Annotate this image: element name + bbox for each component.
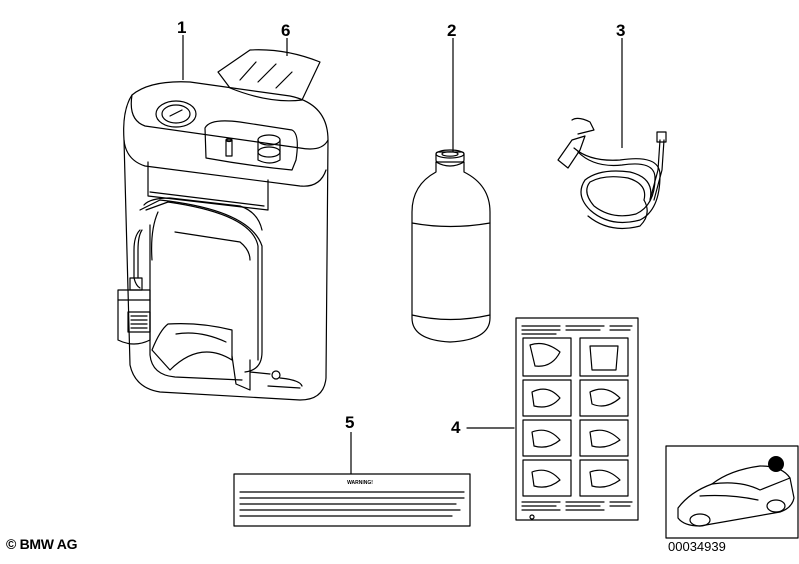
image-number: 00034939 [668, 539, 726, 554]
part-1-compressor [117, 81, 329, 401]
part-4-instruction-sheet [515, 317, 639, 521]
callout-5: 5 [345, 413, 355, 432]
part-2-bottle [411, 149, 491, 343]
part-3-hose [557, 117, 667, 229]
location-marker [768, 456, 784, 472]
callout-4: 4 [451, 418, 461, 437]
callout-6: 6 [281, 21, 291, 40]
warning-label-title: WARNING! [347, 480, 373, 486]
vehicle-locator-inset [665, 445, 799, 539]
copyright-notice: © BMW AG [6, 536, 78, 552]
part-5-warning-label [233, 473, 471, 527]
callout-2: 2 [447, 21, 457, 40]
callout-1: 1 [177, 18, 187, 37]
callout-3: 3 [616, 21, 626, 40]
part-6-label-plate [217, 49, 321, 102]
